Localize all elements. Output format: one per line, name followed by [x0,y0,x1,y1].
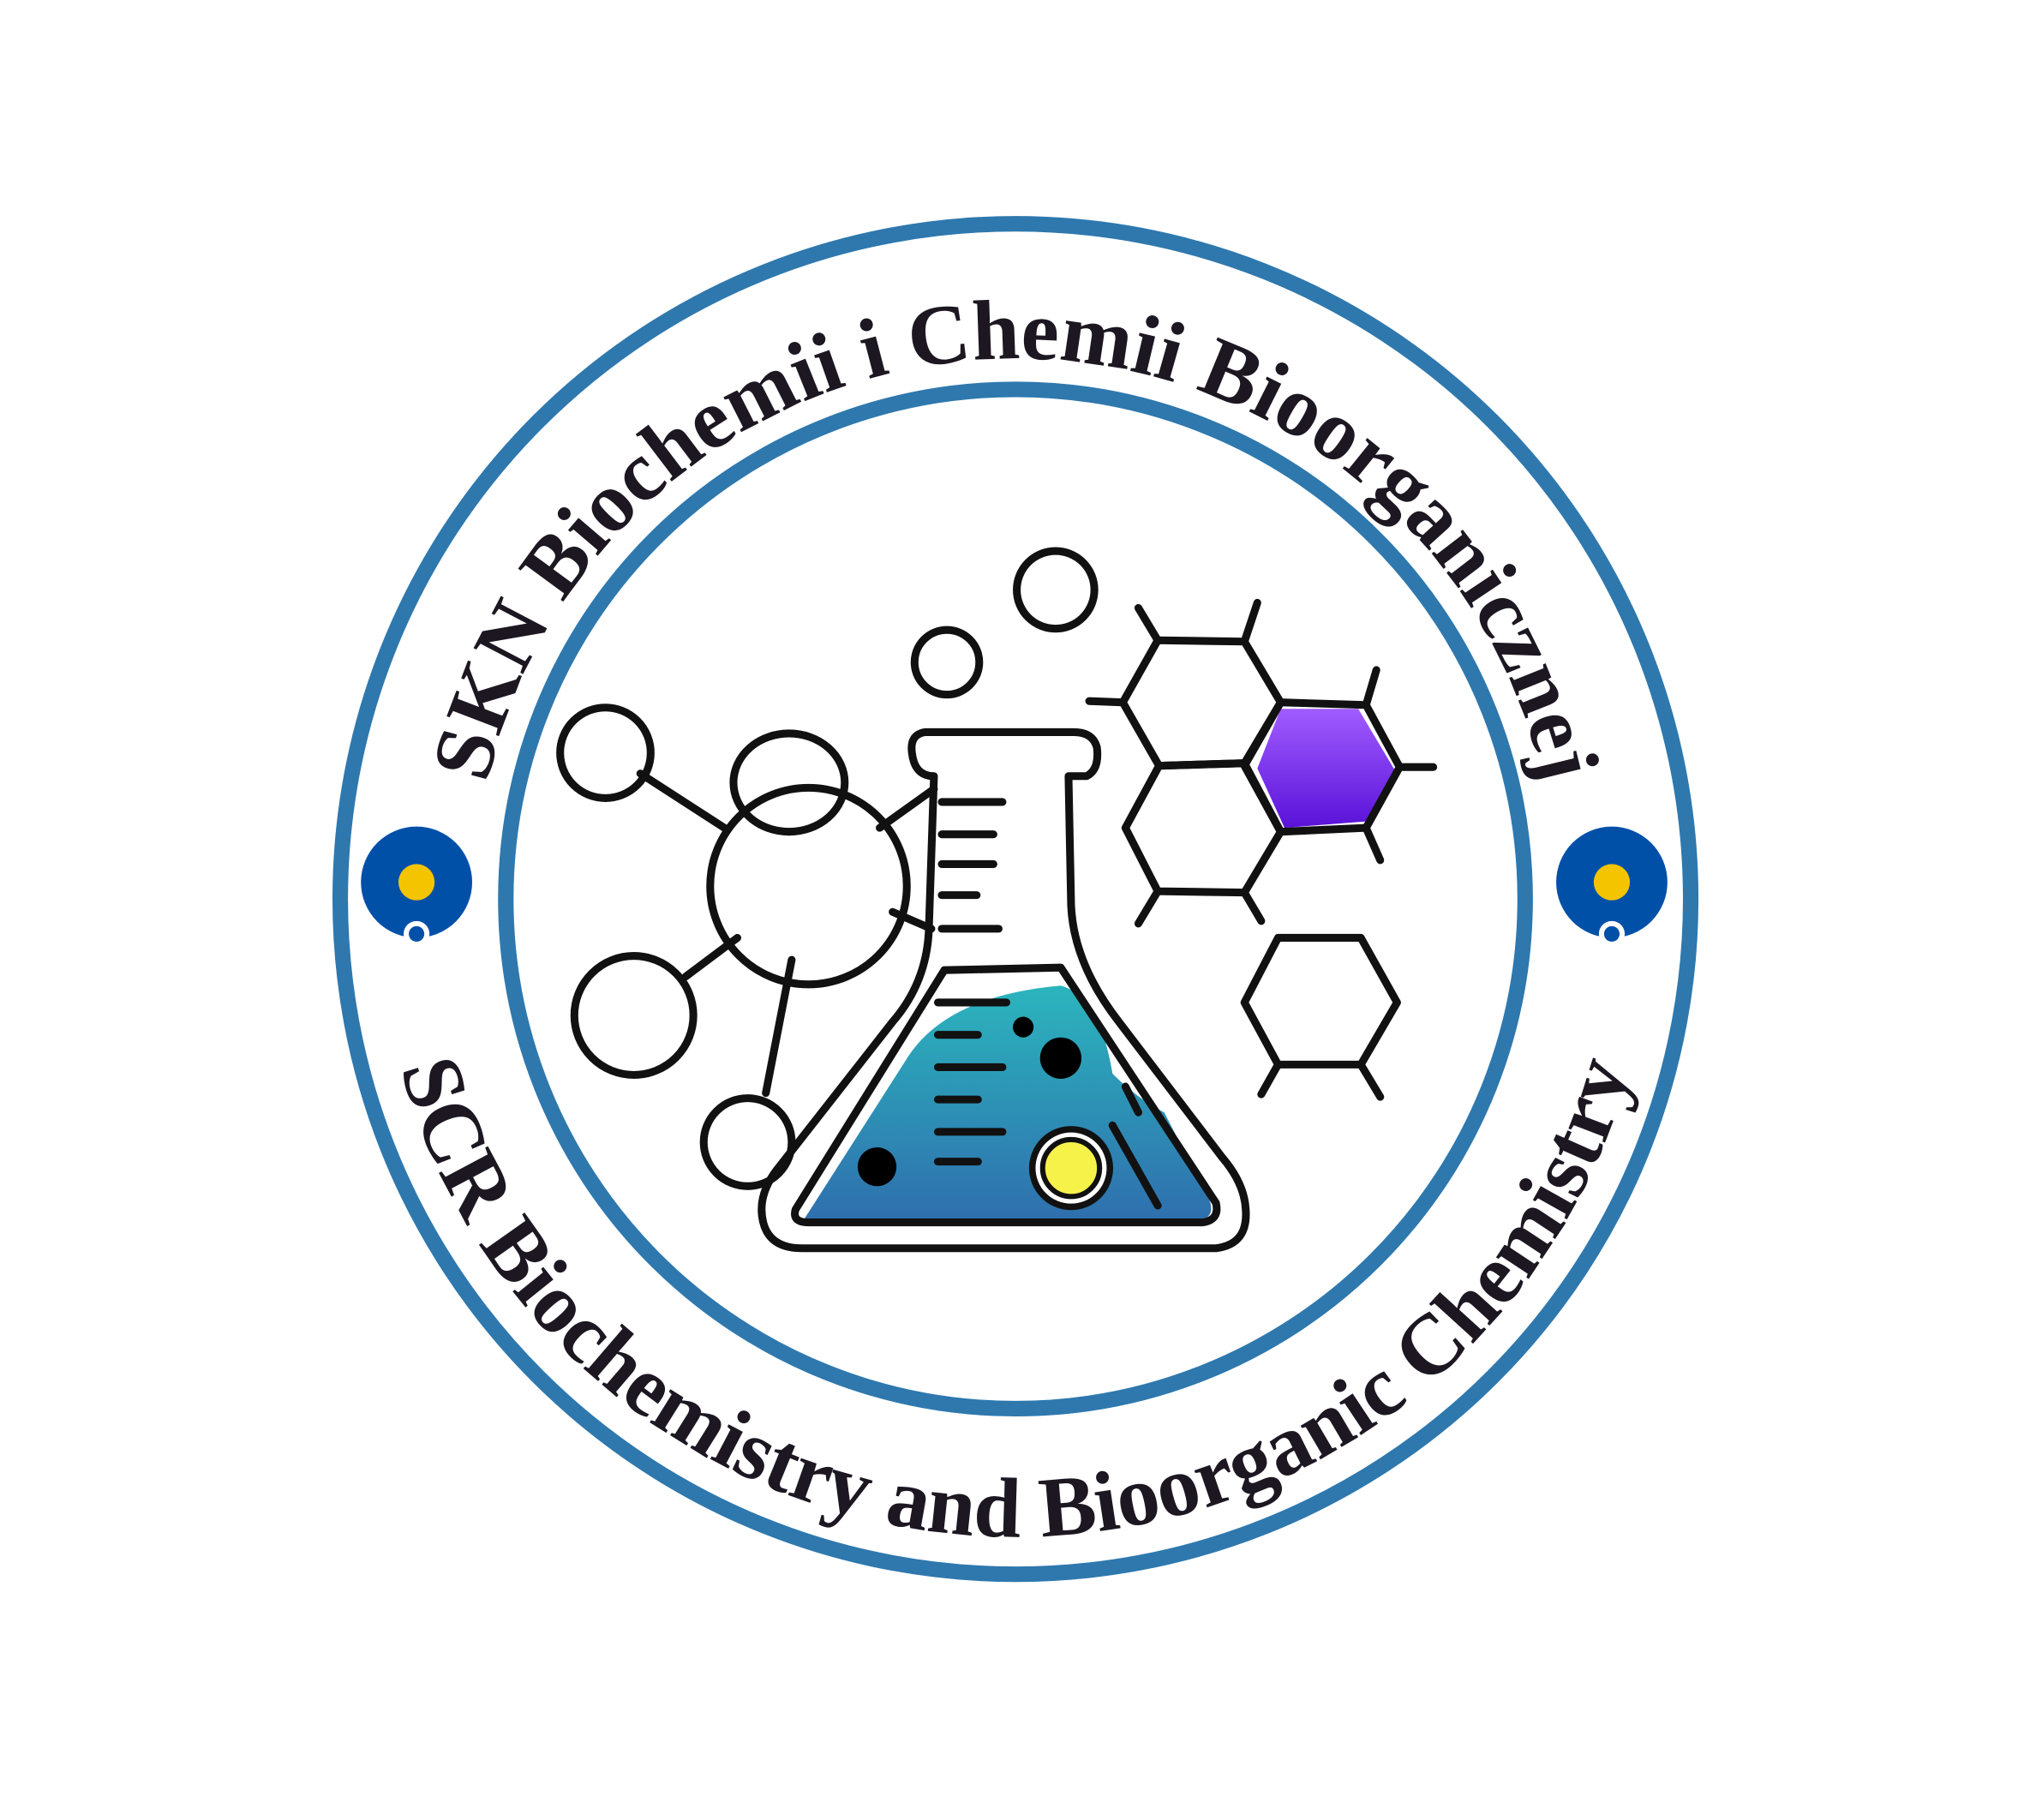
inner-ring [498,381,1533,1417]
hexagon-rings-icon [1085,598,1438,1101]
right-dot-icon [1556,826,1668,948]
molecule-icon [556,703,938,1190]
outer-ring [332,216,1699,1583]
left-dot-icon [361,826,473,948]
bubble-icon [910,547,1099,699]
erlenmeyer-flask-icon [757,727,1250,1253]
